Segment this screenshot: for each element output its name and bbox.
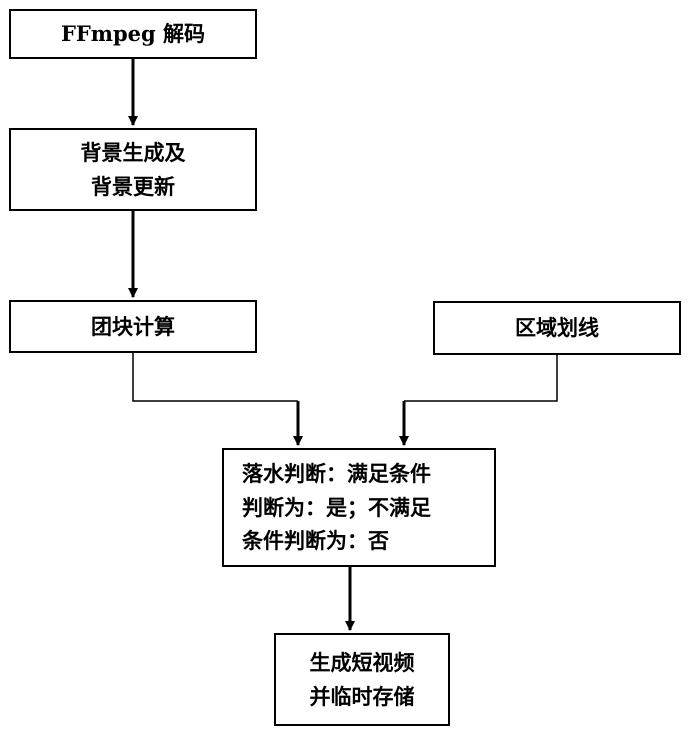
node-ffmpeg-decode-label: FFmpeg 解码 [60,21,206,47]
node-background-generation: 背景生成及 背景更新 [9,128,257,211]
node-drowning-judgement: 落水判断：满足条件 判断为：是；不满足 条件判断为：否 [222,448,496,567]
node-generate-short-video-label: 生成短视频 并临时存储 [309,649,415,709]
node-blob-calculation-label: 团块计算 [91,313,175,339]
node-blob-calculation: 团块计算 [9,300,257,353]
connector-zone-to-judge [404,354,558,402]
node-zone-line-label: 区域划线 [515,315,599,341]
connector-blob-to-judge [132,352,298,402]
node-ffmpeg-decode: FFmpeg 解码 [9,9,257,59]
node-drowning-judgement-label: 落水判断：满足条件 判断为：是；不满足 条件判断为：否 [242,461,431,554]
node-background-generation-label: 背景生成及 背景更新 [80,139,186,199]
node-zone-line: 区域划线 [433,301,681,355]
node-generate-short-video: 生成短视频 并临时存储 [274,633,450,726]
